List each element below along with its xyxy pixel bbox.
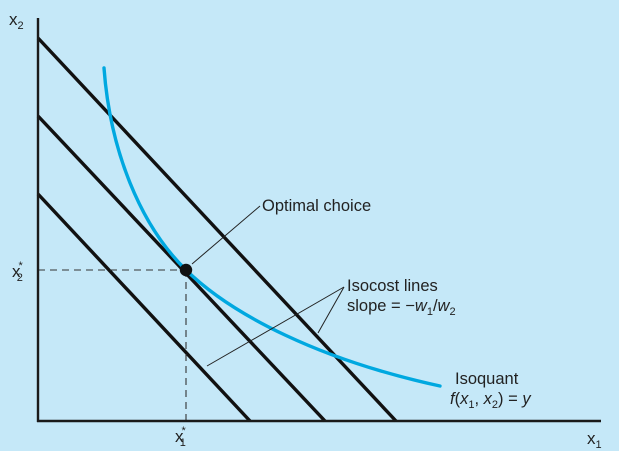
isocost-slope-label: slope = −w1/w2 bbox=[347, 297, 456, 318]
y-axis-label: x2 bbox=[9, 10, 24, 32]
isoquant-curve bbox=[102, 66, 442, 388]
optimal-point bbox=[179, 263, 193, 277]
isocost-leader-line-1 bbox=[206, 286, 345, 367]
isoquant-formula: f(x1, x2) = y bbox=[450, 390, 532, 411]
x-axis-label: x1 bbox=[587, 429, 602, 451]
optimal-choice-label: Optimal choice bbox=[262, 197, 371, 215]
x2-star-label: x*2 bbox=[12, 260, 24, 284]
x1-star-label: x*1 bbox=[175, 425, 187, 449]
isocost-line-low bbox=[36, 192, 252, 423]
isocost-leader-line-2 bbox=[317, 286, 345, 334]
isocost-lines-label: Isocost lines bbox=[347, 277, 438, 295]
isocost-line-high bbox=[36, 36, 398, 423]
isoquant-label: Isoquant bbox=[455, 370, 519, 388]
optimal-leader-line bbox=[191, 205, 261, 265]
